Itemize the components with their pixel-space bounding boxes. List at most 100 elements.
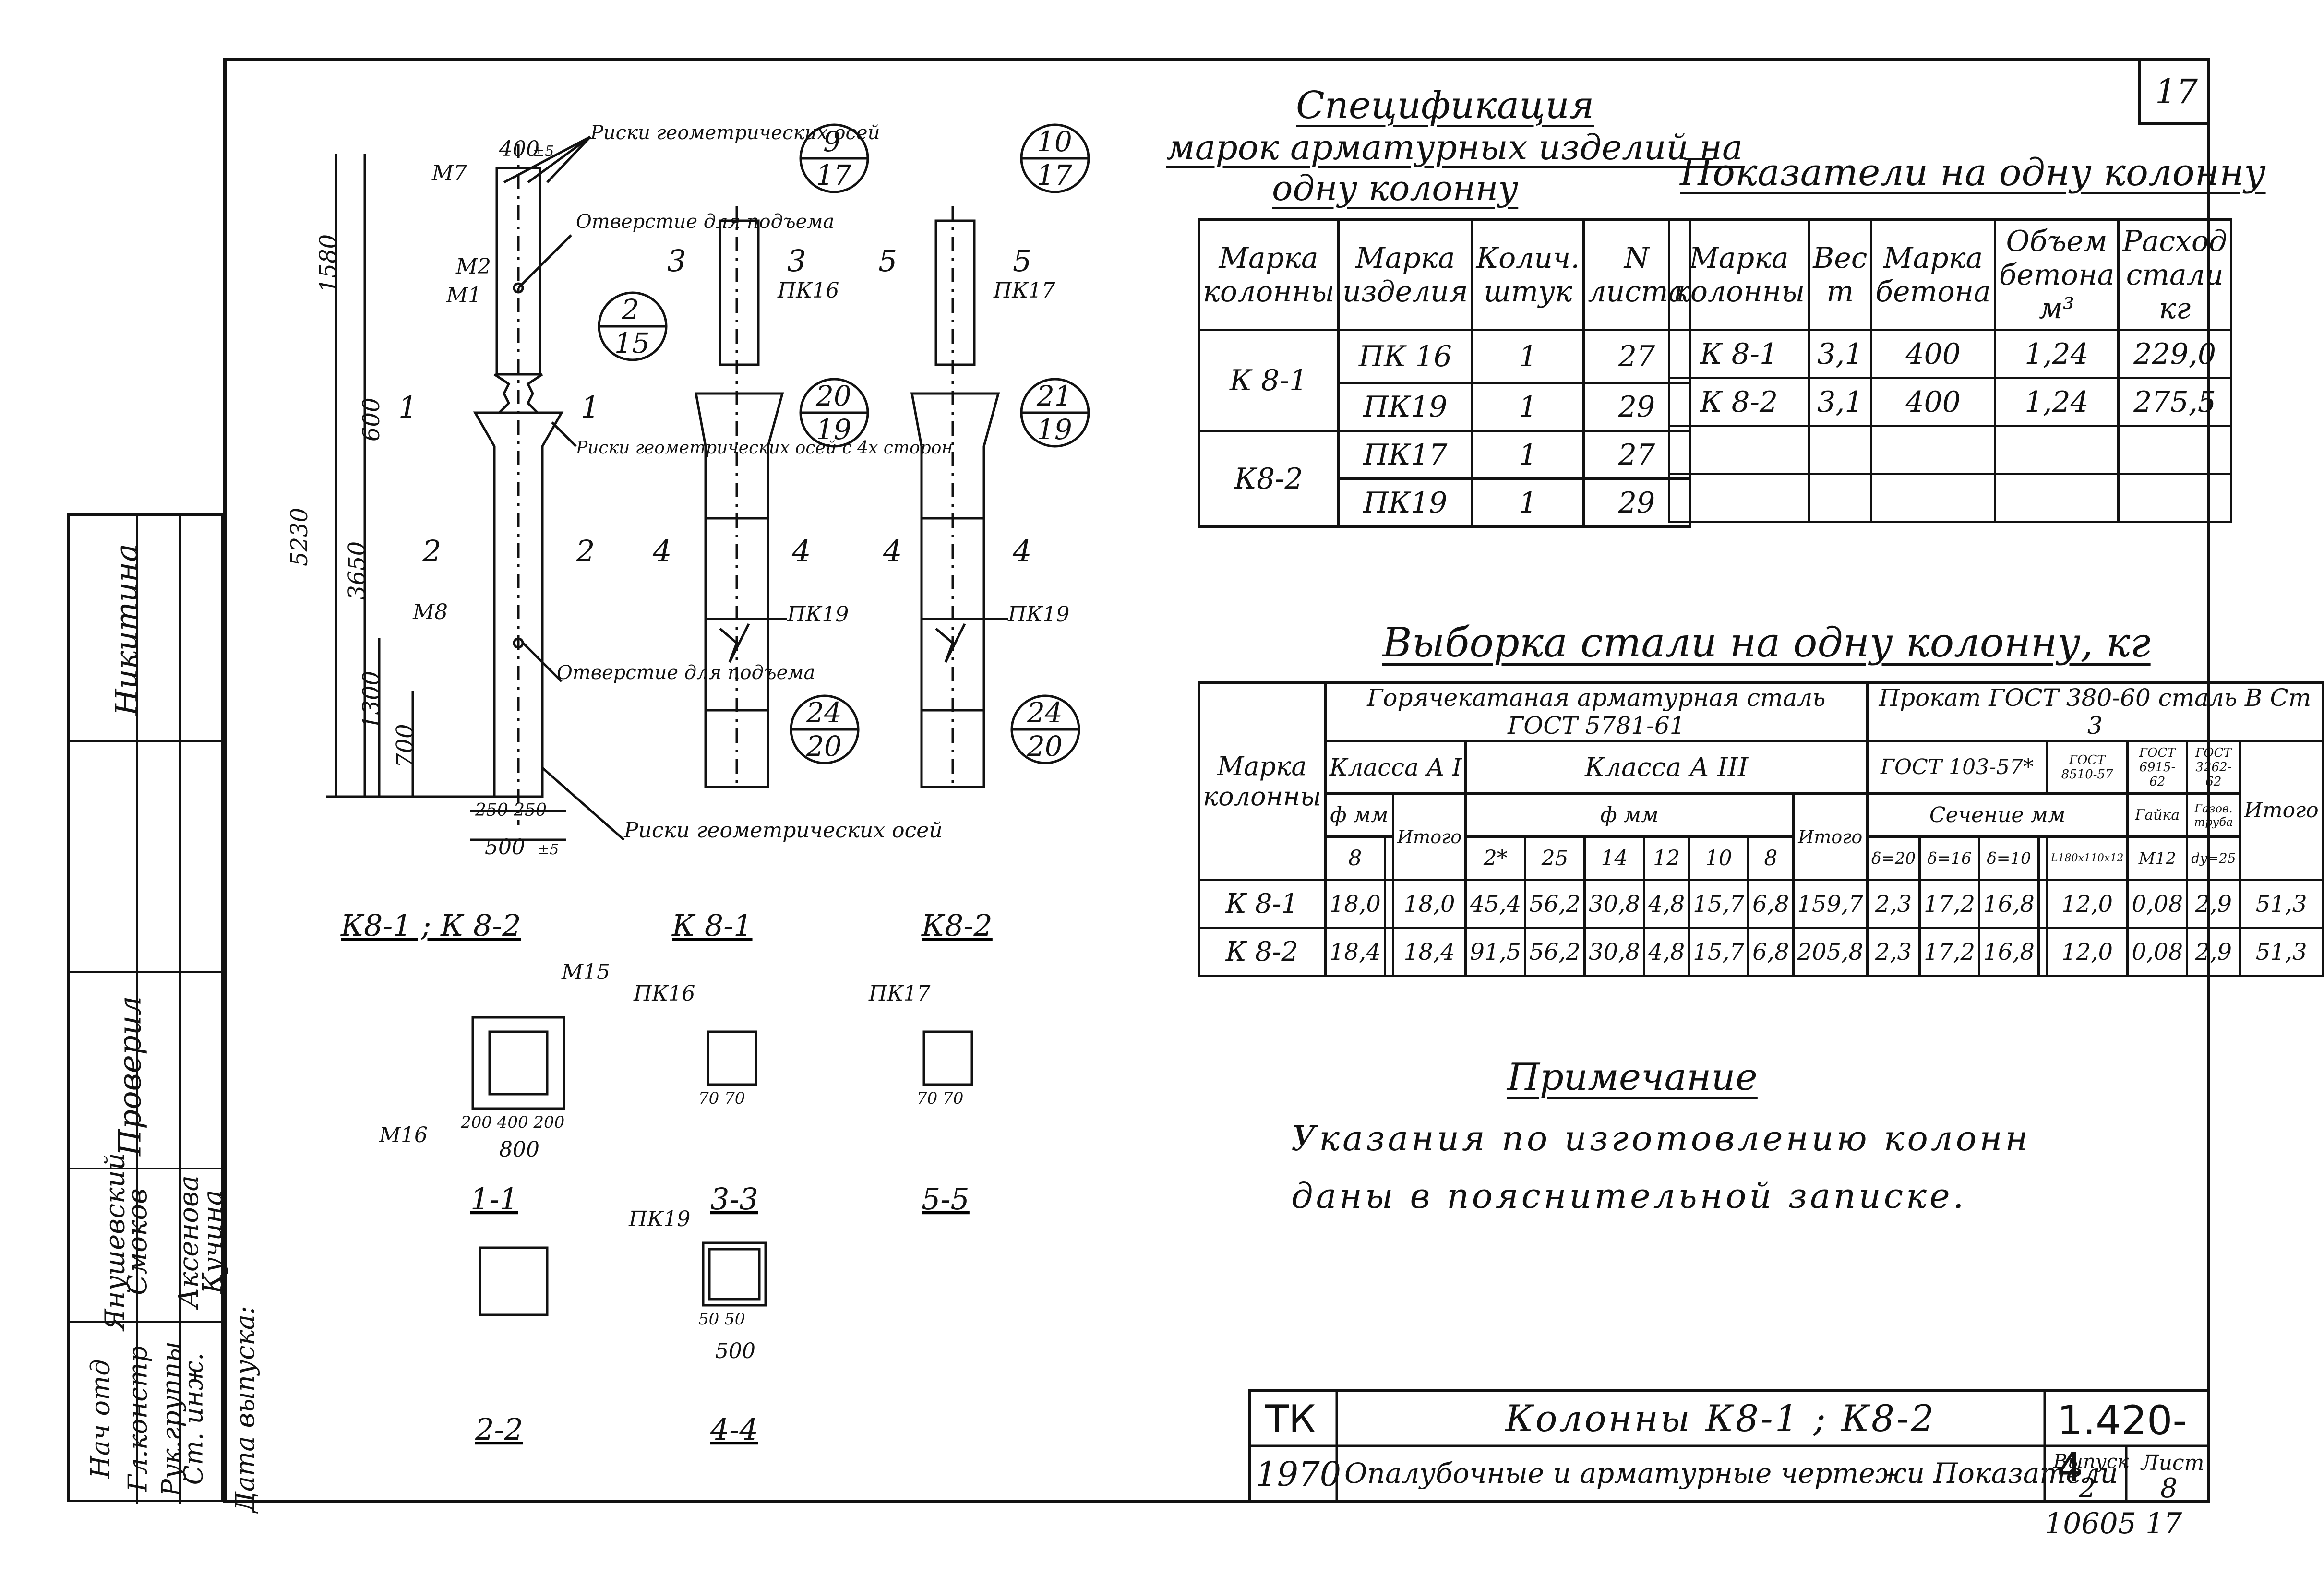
steel-cell: 2,9: [2186, 927, 2241, 977]
steel-cell: [2037, 927, 2048, 977]
steel-cell: 4,8: [1642, 879, 1690, 929]
steel-h-mark: Марка колонны: [1198, 681, 1327, 881]
label-risks-2: Риски геометрических осей с 4х сторон: [575, 438, 953, 458]
mark-m2: М2: [455, 254, 491, 279]
dim-800: 800: [499, 1137, 539, 1162]
steel-h-nut: Гайка: [2126, 792, 2189, 838]
ind-header: Марка бетона: [1870, 218, 1996, 331]
steel-sub: δ=16: [1918, 835, 1981, 881]
cut-mark: 2: [422, 534, 441, 569]
corner-box: [2138, 58, 2210, 125]
mark-m8: М8: [412, 600, 448, 624]
dim-700: 700: [392, 724, 419, 768]
section-title-k82: К8-2: [921, 908, 993, 943]
callout-4-top: 20: [815, 380, 851, 412]
steel-h-hot: Горячекатаная арматурная сталь ГОСТ 5781…: [1324, 681, 1869, 742]
note-line-1: Указания по изготовлению колонн: [1291, 1118, 2031, 1158]
spec-cell: 1: [1471, 430, 1585, 480]
mark-m1: М1: [446, 283, 481, 308]
steel-sub: М12: [2126, 835, 2189, 881]
section-k8-head: [471, 1016, 565, 1110]
steel-cell: 6,8: [1747, 879, 1795, 929]
steel-cell: 2,3: [1866, 879, 1921, 929]
callout-5-bottom: 19: [1037, 413, 1072, 446]
callout-4-bottom: 19: [816, 413, 851, 446]
callout-3-top: 2: [621, 293, 639, 326]
steel-h-pipe: Газов. труба: [2186, 792, 2241, 838]
spec-cell: 1: [1471, 329, 1585, 384]
steel-cell: 15,7: [1688, 927, 1750, 977]
mark-m15: М15: [561, 960, 610, 984]
section-4-4: [702, 1241, 767, 1307]
callout-1-top: 9: [823, 125, 841, 158]
tb-sheet: 8: [2160, 1473, 2178, 1504]
callout-1-bottom: 17: [816, 159, 851, 191]
spec-cell: К8-2: [1197, 430, 1340, 528]
steel-cell: 18,0: [1324, 879, 1386, 929]
dim-600: 600: [358, 397, 385, 441]
steel-cell: 30,8: [1583, 879, 1645, 929]
cut-mark: 3: [667, 243, 686, 278]
callout-texts: 9 17 10 17 2 15 20 19 21 19 24 20 24 20: [614, 125, 1072, 763]
steel-sub: 8: [1747, 835, 1795, 881]
spec-cell: ПК17: [1337, 430, 1473, 480]
spec-header: Колич. штук: [1471, 218, 1585, 331]
spec-cell: 1: [1471, 477, 1585, 528]
ind-cell: 3,1: [1808, 329, 1873, 379]
steel-h-gost103: ГОСТ 103-57*: [1866, 740, 2048, 795]
footer-number: 10605 17: [2045, 1507, 2182, 1540]
steel-cell: [1383, 927, 1394, 977]
steel-cell: 30,8: [1583, 927, 1645, 977]
steel-cell: 12,0: [2045, 927, 2129, 977]
steel-cell: [1383, 879, 1394, 929]
tb-org: ТК: [1265, 1397, 1316, 1442]
indicators-title: Показатели на одну колонну: [1680, 151, 2266, 194]
ind-cell: 229,0: [2117, 329, 2232, 379]
mark-pk19-b: ПК19: [1007, 602, 1069, 627]
column3-body: [910, 392, 1000, 788]
steel-h-total-a3: Итого: [1792, 792, 1869, 881]
steel-cell: 91,5: [1464, 927, 1527, 977]
steel-h-total-a1: Итого: [1391, 792, 1467, 881]
steel-h-class3: Класса А III: [1464, 740, 1869, 795]
left-stamp: Никитина Проверил Янушевский Смоков Аксе…: [67, 513, 260, 1513]
cut-mark: 4: [1012, 534, 1031, 569]
section-title-k81: К 8-1: [671, 908, 753, 943]
ind-cell: К 8-1: [1667, 329, 1810, 379]
spec-table: Марка колонны Марка изделия Колич. штук …: [1197, 218, 1691, 528]
steel-sub: L180x110x12: [2045, 835, 2129, 881]
steel-cell: 159,7: [1792, 879, 1869, 929]
note-line-2: даны в пояснительной записке.: [1291, 1176, 1967, 1216]
corner-number: 17: [2155, 72, 2198, 111]
spec-header: Марка изделия: [1337, 218, 1473, 331]
cut-mark: 1: [581, 390, 599, 425]
cut-mark: 1: [398, 390, 417, 425]
section-title-33: 3-3: [710, 1181, 758, 1217]
steel-cell: 0,08: [2126, 927, 2189, 977]
column2-head: [719, 219, 760, 366]
note-title: Примечание: [1507, 1056, 1758, 1099]
tol-top: ±5: [533, 143, 554, 160]
steel-cell: 2,9: [2186, 879, 2241, 929]
column3-head: [934, 219, 976, 366]
steel-cell: 12,0: [2045, 879, 2129, 929]
cut-marks: 1 1 2 2 3 3 4 4 5 5 4 4: [398, 243, 1031, 569]
mark-pk16: ПК16: [777, 278, 839, 303]
dim-5230: 5230: [286, 508, 313, 566]
steel-h-rolled: Прокат ГОСТ 380-60 сталь В Ст 3: [1866, 681, 2324, 742]
drawing-labels: 400 ±5 М7 М2 М1 М8 Риски геометрических …: [379, 122, 1069, 1363]
mark-m16: М16: [379, 1123, 428, 1147]
steel-cell: 205,8: [1792, 927, 1869, 977]
steel-sub: 2*: [1464, 835, 1527, 881]
dim-500: 500: [485, 835, 525, 859]
ind-cell: К 8-2: [1667, 377, 1810, 427]
section-k8-1: [707, 1030, 757, 1086]
label-hole-1: Отверстие для подъема: [576, 211, 834, 233]
steel-sub: 8: [1324, 835, 1386, 881]
tb-title: Колонны К8-1 ; К8-2: [1505, 1397, 1936, 1440]
cut-mark: 4: [883, 534, 902, 569]
cut-mark: 4: [791, 534, 811, 569]
spec-title-1: Спецификация: [1296, 84, 1594, 127]
tb-year: 1970: [1256, 1455, 1342, 1494]
tb-sheet-label: Лист: [2141, 1451, 2204, 1475]
